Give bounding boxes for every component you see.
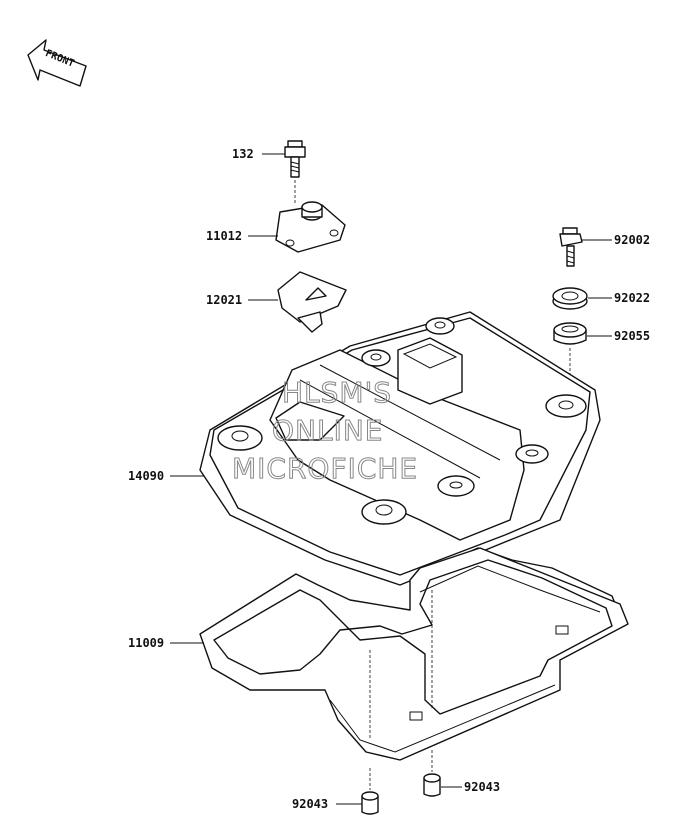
watermark: HLSM'S ONLINE MICROFICHE xyxy=(232,376,418,486)
label-92002: 92002 xyxy=(614,233,650,247)
dowel-92043-left[interactable] xyxy=(361,768,379,815)
bolt-132[interactable] xyxy=(284,140,306,204)
watermark-line3: MICROFICHE xyxy=(232,452,418,485)
label-11009: 11009 xyxy=(128,636,164,650)
label-14090: 14090 xyxy=(128,469,164,483)
watermark-line2: ONLINE xyxy=(272,414,383,447)
gasket-11009[interactable] xyxy=(199,547,629,761)
bolt-92002[interactable] xyxy=(559,227,583,267)
dowel-92043-right[interactable] xyxy=(423,750,441,797)
label-12021: 12021 xyxy=(206,293,242,307)
label-92055: 92055 xyxy=(614,329,650,343)
label-132: 132 xyxy=(232,147,254,161)
label-92043-left: 92043 xyxy=(292,797,328,811)
label-92022: 92022 xyxy=(614,291,650,305)
breather-12021[interactable] xyxy=(277,271,347,333)
valve-cover-14090[interactable] xyxy=(199,311,601,586)
grommet-92055[interactable] xyxy=(553,322,587,398)
washer-92022[interactable] xyxy=(552,287,588,310)
label-11012: 11012 xyxy=(206,229,242,243)
front-arrow-icon: FRONT xyxy=(27,39,87,87)
plate-11012[interactable] xyxy=(275,201,346,253)
watermark-line1: HLSM'S xyxy=(282,376,392,409)
label-92043-right: 92043 xyxy=(464,780,500,794)
